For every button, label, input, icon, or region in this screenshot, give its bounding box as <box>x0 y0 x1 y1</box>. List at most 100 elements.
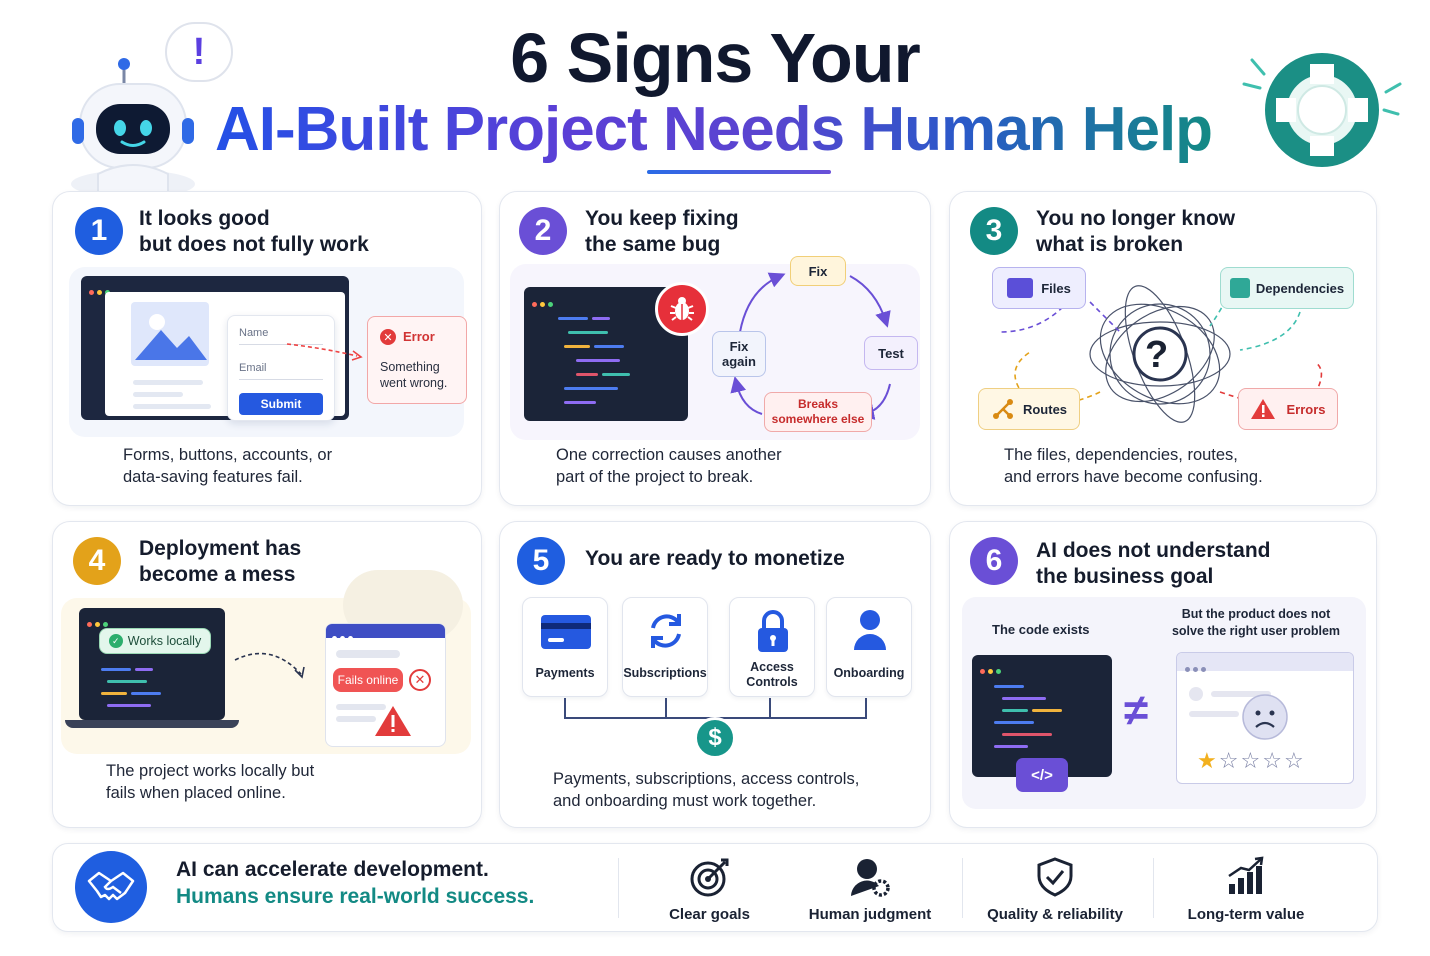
growth-chart-icon <box>1228 856 1264 894</box>
check-icon: ✓ <box>108 634 123 648</box>
value-human-judgment-label: Human judgment <box>808 906 932 923</box>
warning-triangle-icon <box>375 706 411 736</box>
credit-card-icon <box>541 615 591 649</box>
card-4: 4 Deployment has become a mess ✓ Works l… <box>52 521 482 828</box>
node-dependencies: Dependencies <box>1220 267 1354 309</box>
banner-line2: Humans ensure real-world success. <box>176 885 535 908</box>
error-msg-b: went wrong. <box>380 376 448 390</box>
node-routes: Routes <box>978 388 1080 430</box>
card-3-title-b: what is broken <box>1036 233 1184 256</box>
card-2-desc-a: One correction causes another <box>556 446 782 464</box>
card-1: 1 It looks good but does not fully work … <box>52 191 482 506</box>
sad-face-icon <box>1242 694 1288 740</box>
card-6-title-a: AI does not understand <box>1036 539 1271 562</box>
cycle-fix-again-a: Fix <box>729 339 749 354</box>
value-quality: Quality & reliability <box>980 856 1130 923</box>
card-4-number: 4 <box>73 537 121 585</box>
item-access-label-b: Controls <box>746 675 798 689</box>
card-5-description: Payments, subscriptions, access controls… <box>553 768 859 812</box>
error-title: Error <box>403 329 435 344</box>
error-msg-a: Something <box>380 360 440 374</box>
product-problem-label-a: But the product does not <box>1181 607 1331 621</box>
person-gear-icon <box>851 859 890 897</box>
card-4-desc-b: fails when placed online. <box>106 784 286 802</box>
code-window <box>972 655 1112 777</box>
puzzle-icon <box>1229 278 1250 298</box>
cycle-fix-again: Fix again <box>712 331 766 377</box>
card-1-title-a: It looks good <box>139 207 270 230</box>
cycle-breaks: Breaks somewhere else <box>764 392 872 432</box>
item-onboarding-label-a: Onboarding <box>833 666 905 680</box>
card-6-number: 6 <box>970 537 1018 585</box>
alert-bubble: ! <box>165 22 233 82</box>
card-4-title-b: become a mess <box>139 563 296 586</box>
page-title-line1: 6 Signs Your <box>510 19 920 97</box>
dollar-icon: $ <box>694 717 736 759</box>
banner-line1: AI can accelerate development. <box>176 858 489 881</box>
card-3-description: The files, dependencies, routes, and err… <box>1004 444 1263 488</box>
lifebuoy-icon <box>1242 53 1402 167</box>
bug-icon <box>655 282 709 336</box>
banner-divider <box>1153 858 1154 918</box>
card-2-description: One correction causes another part of th… <box>556 444 782 488</box>
card-3-title-a: You no longer know <box>1036 207 1236 230</box>
card-1-number: 1 <box>75 207 123 255</box>
star-empty-icon: ☆ <box>1262 748 1284 773</box>
card-5-desc-a: Payments, subscriptions, access controls… <box>553 770 860 788</box>
name-field[interactable] <box>239 344 323 345</box>
card-4-description: The project works locally but fails when… <box>106 760 314 804</box>
card-2-number: 2 <box>519 207 567 255</box>
node-files: Files <box>992 267 1086 309</box>
card-1-description: Forms, buttons, accounts, or data-saving… <box>123 444 332 488</box>
code-exists-label: The code exists <box>992 622 1090 637</box>
card-5-desc-b: and onboarding must work together. <box>553 792 817 810</box>
tangled-lines <box>999 285 1323 423</box>
cycle-fix-again-b: again <box>722 354 756 369</box>
code-tag-icon: </> <box>1016 758 1068 792</box>
works-locally-label: Works locally <box>127 633 202 648</box>
star-rating: ★☆☆☆☆ <box>1197 749 1306 773</box>
warning-icon <box>1251 399 1276 419</box>
laptop-screen <box>79 608 225 720</box>
name-field-label: Name <box>239 327 269 339</box>
deploy-arrow <box>234 652 305 679</box>
item-subscriptions: Subscriptions <box>622 597 708 697</box>
alert-mark: ! <box>192 30 206 73</box>
banner-divider <box>618 858 619 918</box>
card-4-title: Deployment has become a mess <box>139 536 301 588</box>
card-4-desc-a: The project works locally but <box>106 762 315 780</box>
card-2-title: You keep fixing the same bug <box>585 206 739 258</box>
item-subscriptions-label: Subscriptions <box>623 666 707 681</box>
submit-button[interactable]: Submit <box>239 393 323 415</box>
card-6: 6 AI does not understand the business go… <box>949 521 1377 828</box>
error-popup: ✕ Error Something went wrong. <box>367 316 467 404</box>
cycle-test: Test <box>864 336 918 370</box>
card-1-desc-a: Forms, buttons, accounts, or <box>123 446 333 464</box>
code-editor-window <box>524 287 688 421</box>
target-icon <box>690 858 728 897</box>
cycle-breaks-a: Breaks <box>797 397 839 411</box>
card-3-desc-b: and errors have become confusing. <box>1004 468 1263 486</box>
card-3: 3 You no longer know what is broken ? Fi… <box>949 191 1377 506</box>
star-empty-icon: ☆ <box>1218 748 1241 773</box>
question-mark-icon: ? <box>1145 334 1169 376</box>
fix-cycle-arrows <box>730 272 891 420</box>
card-2-desc-b: part of the project to break. <box>556 468 754 486</box>
padlock-icon <box>758 610 788 652</box>
item-access-label-a: Access <box>750 660 794 674</box>
value-clear-goals: Clear goals <box>652 856 767 923</box>
item-payments-label-a: Payments <box>535 666 595 680</box>
error-message: Something went wrong. <box>380 359 447 391</box>
node-dependencies-label: Dependencies <box>1255 280 1345 296</box>
laptop-base <box>65 720 239 728</box>
card-5: 5 You are ready to monetize Payments Sub… <box>499 521 931 828</box>
refresh-cycle-icon <box>651 614 681 648</box>
product-window: ★☆☆☆☆ <box>1176 652 1354 784</box>
star-empty-icon: ☆ <box>1240 748 1263 773</box>
email-field[interactable] <box>239 379 323 380</box>
user-icon <box>854 610 886 650</box>
email-field-label: Email <box>239 362 267 374</box>
card-3-desc-a: The files, dependencies, routes, <box>1004 446 1238 464</box>
item-subscriptions-label-a: Subscriptions <box>623 666 707 680</box>
handshake-icon <box>75 851 147 923</box>
